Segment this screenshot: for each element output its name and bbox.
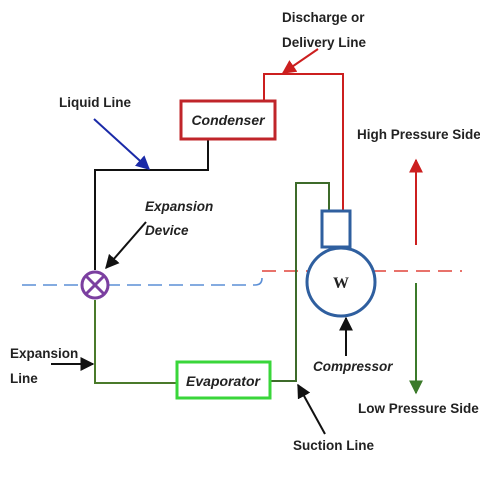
condenser-label: Condenser: [191, 112, 266, 128]
compressor-neck: [320, 209, 352, 249]
expansion-device-label-line-1: Expansion: [145, 199, 213, 214]
evaporator-box: [175, 360, 272, 400]
compressor: W: [305, 209, 377, 318]
suction-line: [270, 182, 330, 382]
evaporator-label: Evaporator: [186, 373, 261, 389]
discharge-label-line-1: Discharge or: [282, 10, 365, 25]
expansion-device-label-line-2: Device: [145, 223, 189, 238]
liquid-line-label: Liquid Line: [59, 95, 131, 110]
condenser-box: [179, 99, 277, 141]
expansion-device-pointer-arrow: [105, 221, 147, 270]
high-pressure-side-label: High Pressure Side: [357, 127, 480, 142]
expansion-valve-icon: [80, 270, 110, 300]
discharge-line: [263, 73, 344, 211]
suction-line-label: Suction Line: [293, 438, 374, 453]
low-pressure-divider: [22, 277, 263, 286]
low-pressure-side-label: Low Pressure Side: [358, 401, 479, 416]
expansion-line: [94, 300, 177, 384]
compressor-body: [305, 246, 377, 318]
liquid-line-pointer-arrow: [93, 118, 151, 170]
compressor-symbol: W: [333, 275, 349, 292]
suction-line-pointer-arrow: [297, 383, 326, 435]
liquid-line: [94, 139, 209, 270]
discharge-label-line-2: Delivery Line: [282, 35, 367, 50]
compressor-label: Compressor: [313, 359, 393, 374]
discharge-pointer-arrow: [281, 48, 319, 74]
expansion-line-label-line-1: Expansion: [10, 346, 78, 361]
expansion-line-label-line-2: Line: [10, 371, 38, 386]
